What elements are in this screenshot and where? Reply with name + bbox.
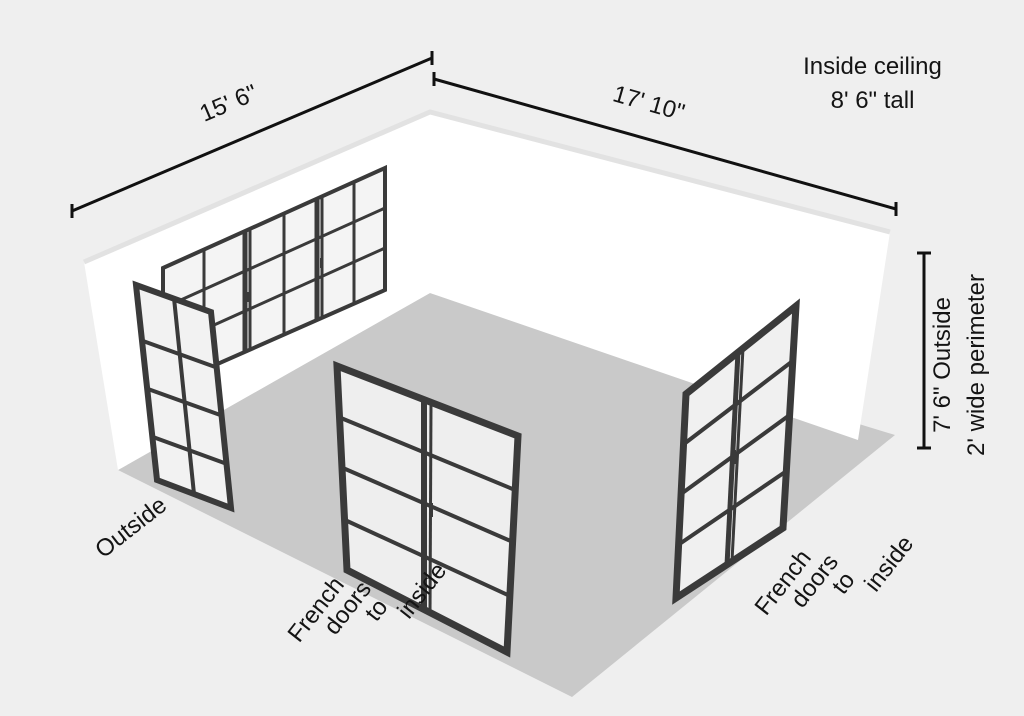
ceiling-height-label: Inside ceiling 8' 6" tall [765, 50, 980, 118]
dimension-left-wall [70, 51, 434, 218]
dimension-outside-height [917, 251, 931, 450]
outside-height-line-1: 7' 6" Outside [929, 297, 956, 433]
wall-windows [161, 164, 387, 392]
left-wall-top-edge [83, 109, 891, 265]
ceiling-line-2: 8' 6" tall [830, 87, 915, 114]
right-french-doors [672, 298, 800, 605]
ceiling-line-1: Inside ceiling [803, 53, 942, 80]
dimension-back-wall [432, 72, 898, 216]
outside-door [132, 280, 235, 513]
front-french-doors [333, 360, 522, 658]
outside-height-line-2: 2' wide perimeter [963, 274, 990, 456]
